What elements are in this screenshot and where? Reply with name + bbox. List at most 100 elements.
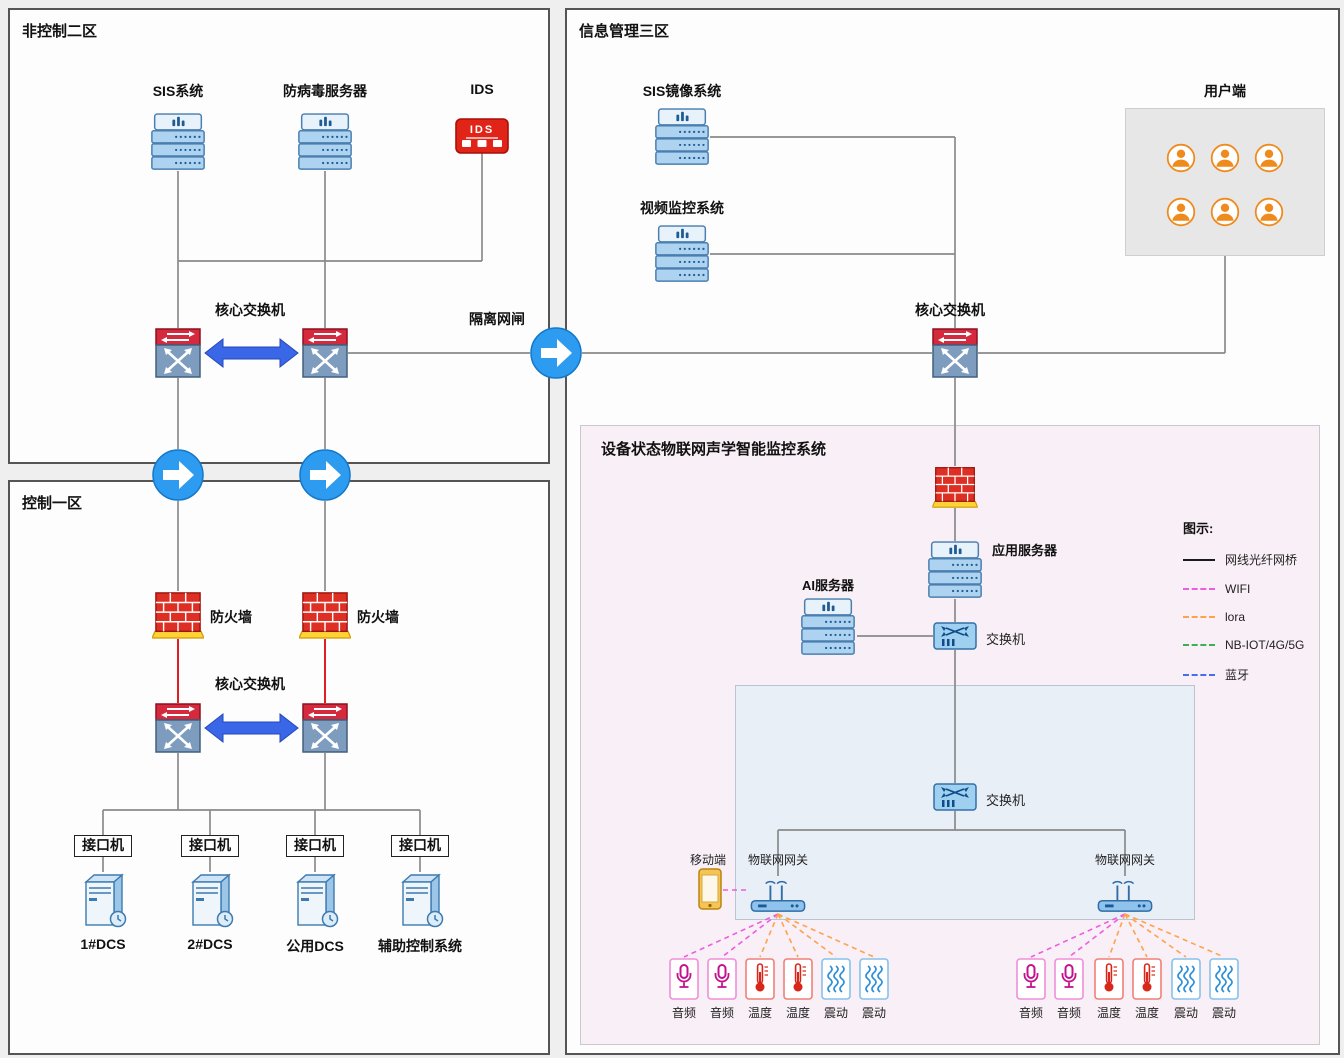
switch-label: 交换机 [986, 632, 1026, 647]
legend-item: WIFI [1183, 582, 1323, 596]
sis-system-label: SIS系统 [152, 83, 204, 99]
audio-sensor-icon [1054, 958, 1084, 1000]
audio-sensor-icon [707, 958, 737, 1000]
dcs-computer-icon [77, 872, 129, 930]
server-icon [297, 113, 353, 171]
vibration-sensor-icon [1171, 958, 1201, 1000]
mobile-phone-icon [698, 868, 722, 910]
ids-icon: IDS [455, 118, 509, 154]
wifi-line-sample [1183, 588, 1215, 590]
users-panel [1125, 108, 1325, 256]
vibration-sensor-icon [859, 958, 889, 1000]
sensor-label: 震动 [1173, 1006, 1199, 1020]
interface-box: 接口机 [74, 835, 132, 857]
server-icon [800, 598, 856, 656]
dcs-label: 公用DCS [286, 938, 344, 954]
legend-title: 图示: [1183, 521, 1214, 536]
switch-label: 交换机 [986, 793, 1026, 808]
video-system-label: 视频监控系统 [640, 200, 724, 216]
temperature-sensor-icon [1094, 958, 1124, 1000]
sensor-label: 温度 [1134, 1006, 1160, 1020]
dcs-label: 2#DCS [187, 936, 233, 952]
sensor-label: 音频 [1018, 1006, 1044, 1020]
ai-server-label: AI服务器 [801, 578, 855, 593]
legend-item: 网线光纤网桥 [1183, 551, 1323, 568]
core-switch-icon [155, 328, 201, 378]
flow-circle-icon [152, 449, 204, 501]
dcs-computer-icon [394, 872, 446, 930]
sis-mirror-label: SIS镜像系统 [642, 83, 722, 99]
sensor-label: 音频 [1056, 1006, 1082, 1020]
sensor-label: 震动 [1211, 1006, 1237, 1020]
iot-gateway-label: 物联网网关 [1094, 853, 1156, 867]
sensor-label: 音频 [671, 1006, 697, 1020]
isolation-gateway-label: 隔离网闸 [469, 311, 525, 327]
sensor-label: 震动 [823, 1006, 849, 1020]
zone-control-1: 控制一区 [8, 480, 550, 1055]
iot-subzone-title: 设备状态物联网声学智能监控系统 [601, 441, 827, 458]
firewall-icon [152, 591, 204, 639]
user-icon [1166, 197, 1196, 227]
dcs-computer-icon [184, 872, 236, 930]
core-switch-label-zone2: 核心交换机 [215, 302, 285, 318]
sensor-label: 温度 [785, 1006, 811, 1020]
legend-item-label: WIFI [1225, 582, 1251, 596]
core-switch-icon [155, 703, 201, 753]
iot-gateway-label: 物联网网关 [747, 853, 809, 867]
mobile-label: 移动端 [689, 853, 727, 867]
dcs-computer-icon [289, 872, 341, 930]
app-server-label: 应用服务器 [992, 543, 1058, 558]
interface-box: 接口机 [391, 835, 449, 857]
lora-line-sample [1183, 616, 1215, 618]
legend-item: lora [1183, 610, 1323, 624]
user-icon [1210, 197, 1240, 227]
legend-item: NB-IOT/4G/5G [1183, 638, 1323, 652]
core-switch-icon [932, 328, 978, 378]
user-icon [1254, 143, 1284, 173]
firewall-label-right: 防火墙 [357, 609, 399, 625]
core-switch-icon [302, 328, 348, 378]
legend-item-label: NB-IOT/4G/5G [1225, 638, 1305, 652]
interface-box: 接口机 [181, 835, 239, 857]
zone-info-3-title: 信息管理三区 [579, 23, 670, 40]
solid-line-sample [1183, 558, 1215, 561]
server-icon [927, 541, 983, 599]
legend-item: 蓝牙 [1183, 666, 1323, 683]
vibration-sensor-icon [821, 958, 851, 1000]
user-icon [1166, 143, 1196, 173]
iot-gateway-icon [1095, 876, 1155, 914]
ids-label: IDS [470, 81, 494, 97]
legend: 图示: 网线光纤网桥 WIFI lora NB-IOT/4G/5G 蓝牙 [1183, 518, 1323, 683]
zone-noncontrol-2-title: 非控制二区 [22, 23, 98, 40]
antivirus-server-label: 防病毒服务器 [283, 83, 367, 99]
sensor-label: 温度 [1096, 1006, 1122, 1020]
firewall-icon [299, 591, 351, 639]
isolation-gateway-icon [530, 327, 582, 379]
sensor-label: 震动 [861, 1006, 887, 1020]
ids-icon-text: IDS [470, 124, 494, 136]
legend-item-label: 网线光纤网桥 [1225, 553, 1298, 567]
core-switch-label-zone3: 核心交换机 [915, 302, 985, 318]
temperature-sensor-icon [745, 958, 775, 1000]
temperature-sensor-icon [1132, 958, 1162, 1000]
audio-sensor-icon [669, 958, 699, 1000]
zone-noncontrol-2: 非控制二区 [8, 8, 550, 464]
sensor-label: 音频 [709, 1006, 735, 1020]
zone-control-1-title: 控制一区 [22, 495, 83, 512]
users-label: 用户端 [1204, 83, 1246, 99]
temperature-sensor-icon [783, 958, 813, 1000]
core-switch-label-zone1: 核心交换机 [215, 676, 285, 692]
iot-gateway-icon [748, 876, 808, 914]
switch-icon [933, 783, 977, 811]
firewall-label-left: 防火墙 [210, 609, 252, 625]
user-icon [1210, 143, 1240, 173]
user-icon [1254, 197, 1284, 227]
firewall-icon [932, 466, 978, 508]
flow-circle-icon [299, 449, 351, 501]
audio-sensor-icon [1016, 958, 1046, 1000]
legend-item-label: 蓝牙 [1225, 668, 1250, 682]
legend-item-label: lora [1225, 610, 1246, 624]
server-icon [654, 225, 710, 283]
dcs-label: 1#DCS [80, 936, 126, 952]
